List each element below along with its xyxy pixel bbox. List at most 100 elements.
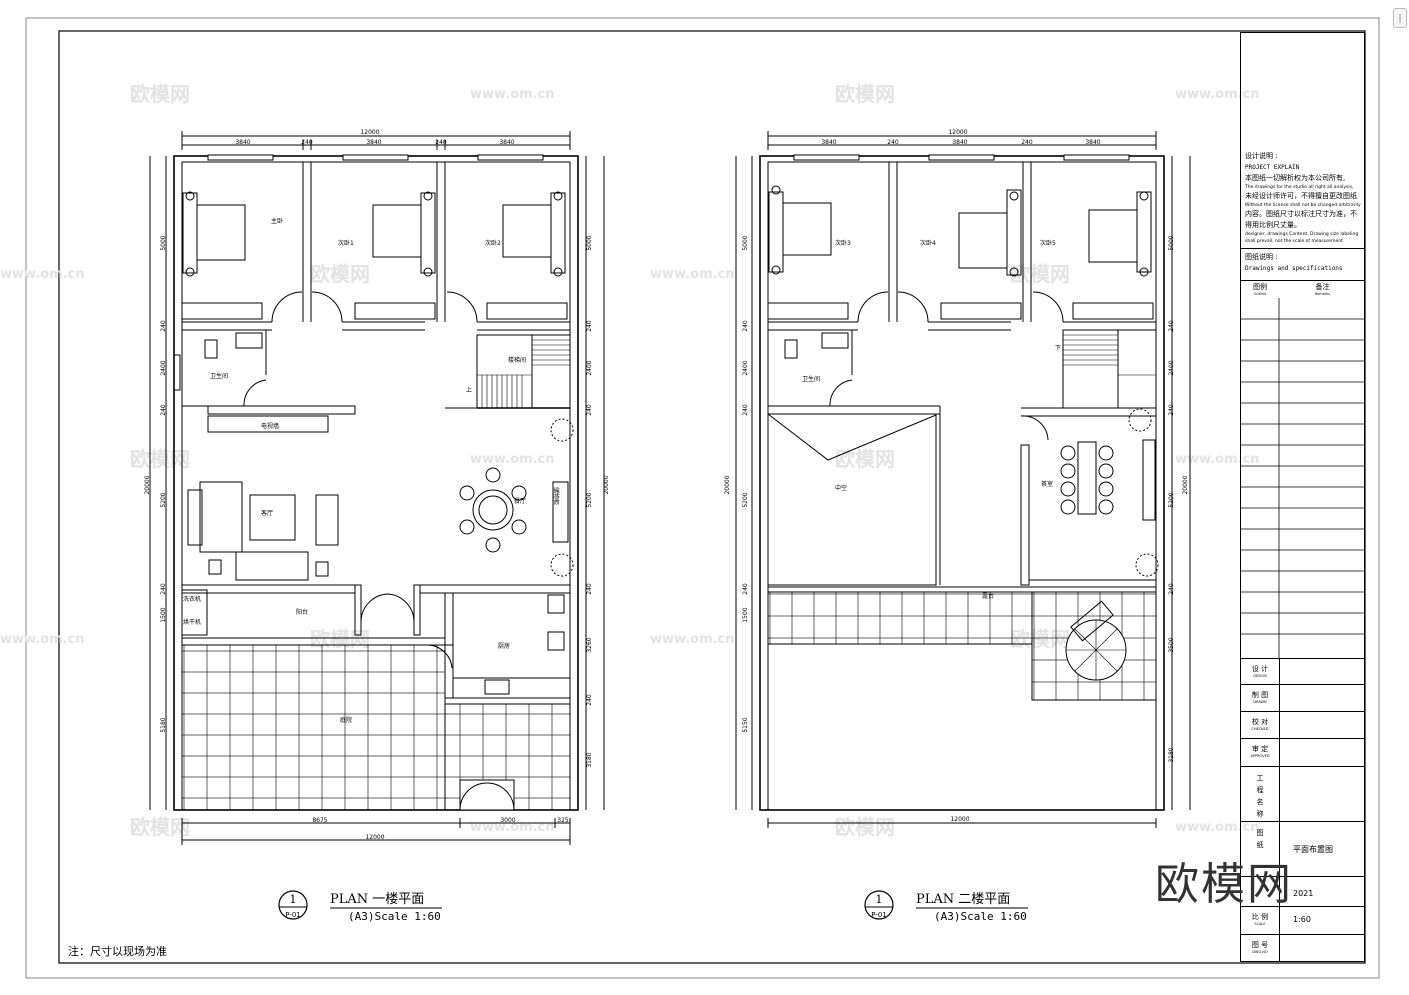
floor2-plan <box>735 131 1191 828</box>
watermark-logo: 欧模网 <box>1155 859 1293 910</box>
svg-text:325: 325 <box>557 817 569 824</box>
svg-text:www.om.cn: www.om.cn <box>650 267 735 282</box>
svg-text:240: 240 <box>1021 139 1033 146</box>
svg-text:240: 240 <box>1168 320 1175 332</box>
svg-text:www.om.cn: www.om.cn <box>470 452 555 467</box>
svg-text:240: 240 <box>887 139 899 146</box>
svg-text:欧模网: 欧模网 <box>835 447 895 471</box>
svg-text:12000: 12000 <box>360 129 379 136</box>
svg-text:12000: 12000 <box>365 834 384 841</box>
svg-text:茶室: 茶室 <box>1041 480 1053 488</box>
title-block-divider <box>1279 658 1280 961</box>
svg-text:www.om.cn: www.om.cn <box>1175 87 1260 102</box>
floor1-labels: 12000 3840 240 3840 240 3840 8675 3000 3… <box>144 129 610 841</box>
svg-text:欧模网: 欧模网 <box>130 447 190 471</box>
svg-text:卫生间: 卫生间 <box>210 372 228 380</box>
svg-text:储物柜: 储物柜 <box>552 487 560 505</box>
svg-text:www.om.cn: www.om.cn <box>1175 820 1260 835</box>
plan-callout-circle <box>278 890 308 920</box>
svg-text:240: 240 <box>586 583 593 595</box>
svg-text:3180: 3180 <box>586 752 593 767</box>
drawing-notes: 图纸说明 : Drawings and specifications <box>1241 248 1364 279</box>
svg-text:20000: 20000 <box>144 475 151 494</box>
svg-text:2400: 2400 <box>742 360 749 375</box>
drawing-name-label: 图 纸 <box>1256 829 1264 849</box>
svg-text:3840: 3840 <box>952 139 967 146</box>
svg-text:P-01: P-01 <box>871 911 887 919</box>
svg-text:庭院: 庭院 <box>340 716 352 724</box>
floor1-plan <box>149 131 605 845</box>
svg-text:3180: 3180 <box>1168 747 1175 762</box>
svg-text:5180: 5180 <box>160 717 167 732</box>
svg-text:www.om.cn: www.om.cn <box>470 87 555 102</box>
svg-text:3840: 3840 <box>1085 139 1100 146</box>
svg-text:洗衣机: 洗衣机 <box>183 595 201 603</box>
svg-text:240: 240 <box>160 583 167 595</box>
svg-text:240: 240 <box>586 694 593 706</box>
note-2: 未经设计师许可，不得擅自更改图纸 <box>1245 192 1357 200</box>
svg-text:PLAN 二楼平面: PLAN 二楼平面 <box>916 892 1010 907</box>
plan-title-floor1: 1 P-01 PLAN 一楼平面 (A3)Scale 1:60 <box>278 890 442 923</box>
svg-text:3500: 3500 <box>1168 637 1175 652</box>
svg-text:露台: 露台 <box>982 592 994 600</box>
svg-text:3840: 3840 <box>499 139 514 146</box>
sheet-outer-border <box>25 17 1380 979</box>
svg-text:欧模网: 欧模网 <box>130 82 190 106</box>
svg-text:次卧3: 次卧3 <box>835 239 851 247</box>
svg-text:上: 上 <box>466 386 472 394</box>
plan-callout-circle <box>864 890 894 920</box>
svg-text:20000: 20000 <box>603 475 610 494</box>
svg-text:240: 240 <box>742 320 749 332</box>
svg-text:240: 240 <box>301 139 313 146</box>
svg-text:240: 240 <box>1168 404 1175 416</box>
note-3-en: designer, drawings Content. Drawing size… <box>1245 232 1359 244</box>
svg-text:5150: 5150 <box>742 717 749 732</box>
note-1: 本图纸一切解析权为本公司所有, <box>1245 174 1346 182</box>
svg-text:8675: 8675 <box>312 817 327 824</box>
svg-text:3260: 3260 <box>586 637 593 652</box>
svg-text:240: 240 <box>586 404 593 416</box>
svg-text:3840: 3840 <box>366 139 381 146</box>
svg-text:12000: 12000 <box>950 816 969 823</box>
svg-text:PLAN 一楼平面: PLAN 一楼平面 <box>330 892 424 907</box>
project-explain: PROJECT EXPLAIN <box>1245 164 1300 171</box>
drawing-name-row: 图 纸 平面布置图 <box>1241 821 1364 877</box>
svg-text:欧模网: 欧模网 <box>310 262 370 286</box>
svg-text:www.om.cn: www.om.cn <box>0 632 85 647</box>
svg-text:2400: 2400 <box>160 360 167 375</box>
svg-text:阳台: 阳台 <box>296 608 308 616</box>
svg-text:楼梯间: 楼梯间 <box>508 356 526 364</box>
svg-text:2400: 2400 <box>586 360 593 375</box>
svg-text:欧模网: 欧模网 <box>835 815 895 839</box>
project-name-label: 工 程 名 称 <box>1256 774 1264 818</box>
svg-text:5000: 5000 <box>1168 235 1175 250</box>
svg-text:次卧1: 次卧1 <box>338 239 354 247</box>
svg-text:5000: 5000 <box>586 235 593 250</box>
svg-text:3840: 3840 <box>235 139 250 146</box>
svg-text:厨房: 厨房 <box>498 642 510 650</box>
svg-text:5000: 5000 <box>742 235 749 250</box>
date-row: 2021 <box>1241 876 1364 907</box>
panel-toggle-button[interactable]: | <box>1393 8 1407 28</box>
svg-text:www.om.cn: www.om.cn <box>0 267 85 282</box>
svg-text:240: 240 <box>160 320 167 332</box>
svg-text:次卧5: 次卧5 <box>1040 239 1056 247</box>
note-3: 内容。图纸尺寸以标注尺寸为准，不得用比例尺丈量。 <box>1245 210 1357 229</box>
title-block: 设计说明 : PROJECT EXPLAIN 本图纸一切解析权为本公司所有, T… <box>1240 32 1365 962</box>
svg-text:240: 240 <box>742 583 749 595</box>
note-2-en: Without the license shall not be changed… <box>1245 203 1361 208</box>
svg-text:(A3)Scale 1:60: (A3)Scale 1:60 <box>348 910 441 923</box>
svg-text:欧模网: 欧模网 <box>130 815 190 839</box>
project-name-row: 工 程 名 称 <box>1241 766 1364 822</box>
